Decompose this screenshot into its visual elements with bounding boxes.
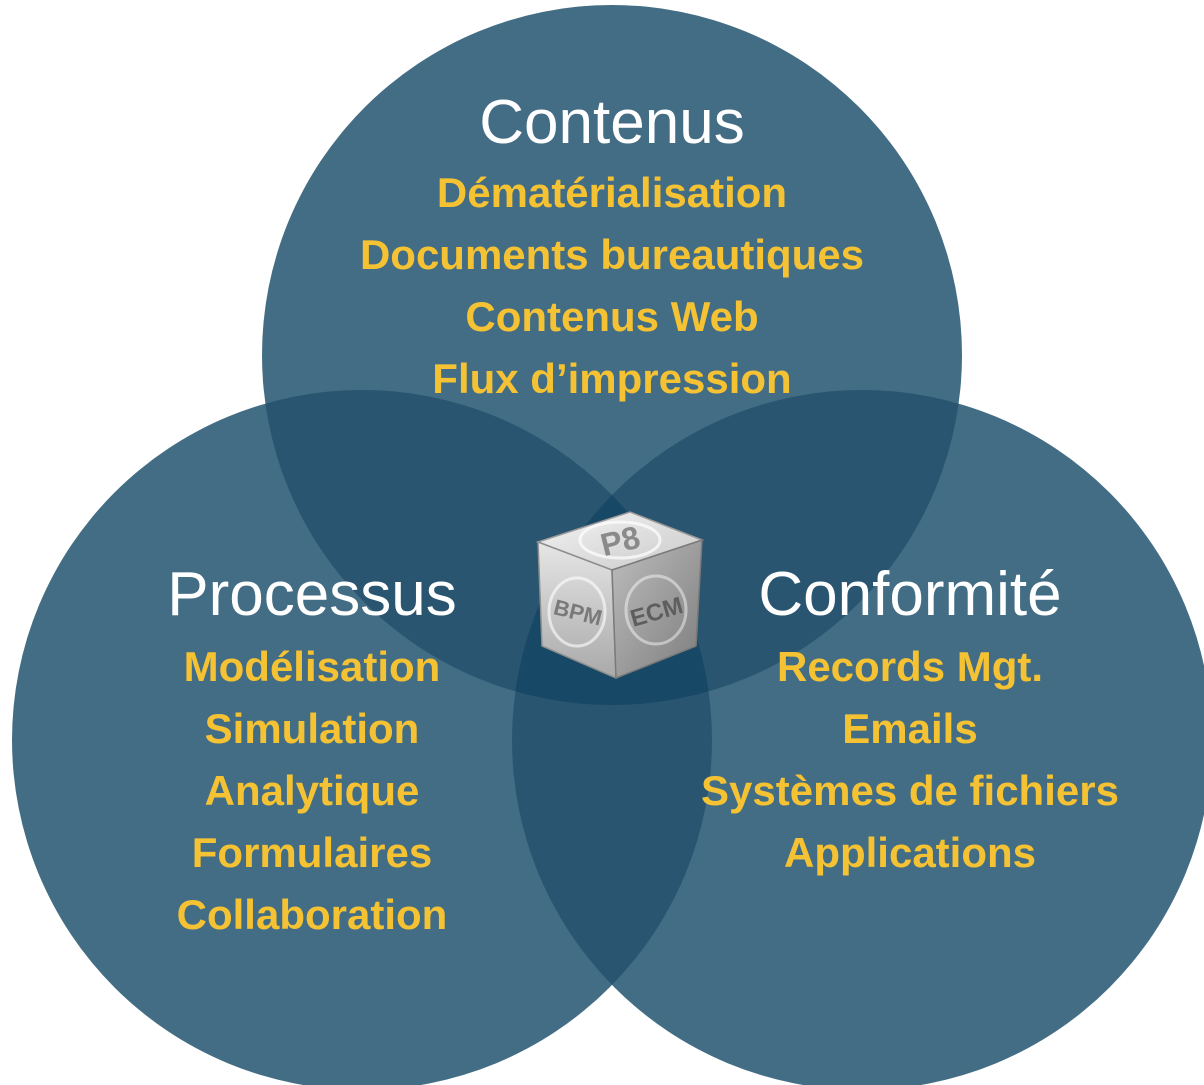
conformite-item: Records Mgt. <box>776 643 1044 690</box>
processus-block: Processus Modélisation Simulation Analyt… <box>12 560 612 946</box>
processus-item: Collaboration <box>176 891 448 938</box>
contenus-item: Documents bureautiques <box>359 231 865 278</box>
processus-item: Formulaires <box>191 829 433 876</box>
processus-item: Analytique <box>204 767 420 814</box>
contenus-item: Contenus Web <box>465 293 759 340</box>
processus-item: Simulation <box>204 705 420 752</box>
contenus-item: Dématérialisation <box>436 169 788 216</box>
conformite-item: Systèmes de fichiers <box>701 767 1119 814</box>
conformite-block: Conformité Records Mgt. Emails Systèmes … <box>610 560 1204 884</box>
conformite-item: Emails <box>842 705 978 752</box>
conformite-item: Applications <box>783 829 1037 876</box>
contenus-title: Contenus <box>479 88 745 157</box>
conformite-title: Conformité <box>758 560 1062 629</box>
cube-right-face <box>611 538 703 680</box>
contenus-block: Contenus Dématérialisation Documents bur… <box>262 88 962 410</box>
contenus-item: Flux d’impression <box>432 355 792 402</box>
processus-title: Processus <box>167 560 457 629</box>
processus-item: Modélisation <box>183 643 441 690</box>
p8-cube-icon: P8 BPM ECM <box>535 511 705 680</box>
overlap-top-left <box>262 390 712 705</box>
